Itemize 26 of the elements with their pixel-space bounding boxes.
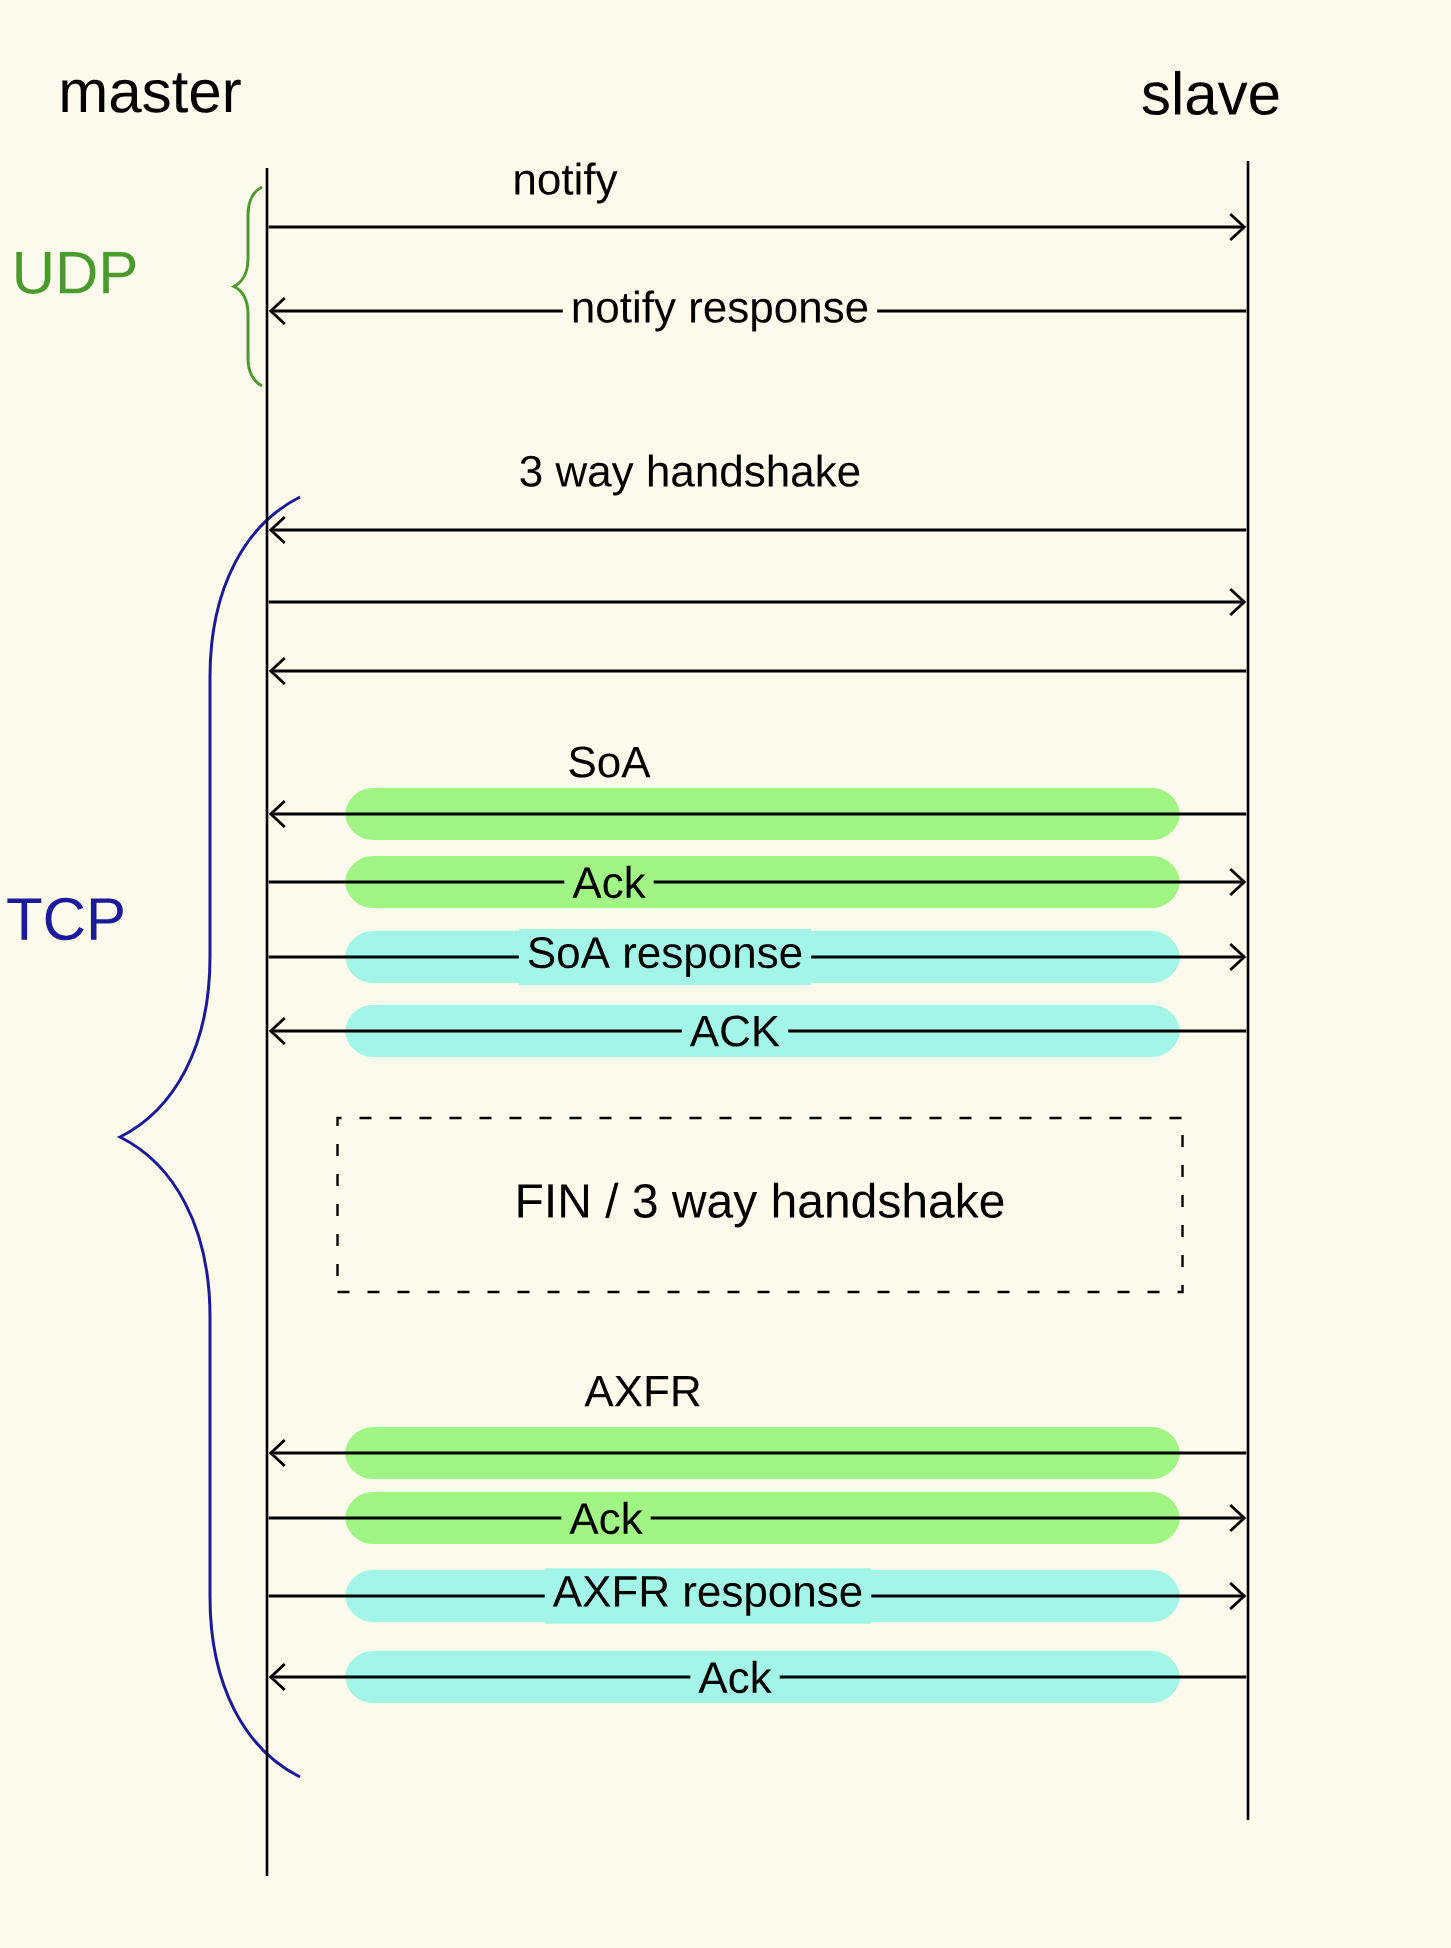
edge-label: Ack — [564, 857, 654, 907]
bracket-label: UDP — [16, 252, 136, 294]
arrow — [268, 588, 1247, 617]
edge-label: notify — [504, 154, 626, 212]
arrow — [268, 800, 1247, 829]
edge-label: SoA — [559, 738, 659, 786]
edge-label: AXFR — [576, 1367, 710, 1415]
lifeline-header: slave — [1142, 70, 1279, 116]
lifeline-header: master — [62, 73, 241, 113]
arrow — [268, 1017, 1247, 1046]
edge-label: AXFR response — [544, 1568, 872, 1624]
edge-label: 3 way handshake — [510, 446, 870, 504]
edge-label: Ack — [690, 1652, 780, 1702]
bracket-label: TCP — [7, 897, 123, 941]
arrow — [268, 868, 1247, 897]
arrow — [268, 1663, 1247, 1692]
dashed-box: FIN / 3 way handshake — [336, 1116, 1184, 1294]
edge-label: SoA response — [518, 929, 812, 985]
arrow — [268, 515, 1247, 545]
arrow — [268, 1439, 1247, 1468]
arrow — [268, 657, 1247, 686]
arrow — [268, 1504, 1247, 1533]
edge-label: ACK — [681, 1007, 789, 1055]
edge-label: notify response — [562, 282, 878, 340]
edge-label: Ack — [561, 1493, 651, 1543]
arrow — [268, 212, 1247, 242]
